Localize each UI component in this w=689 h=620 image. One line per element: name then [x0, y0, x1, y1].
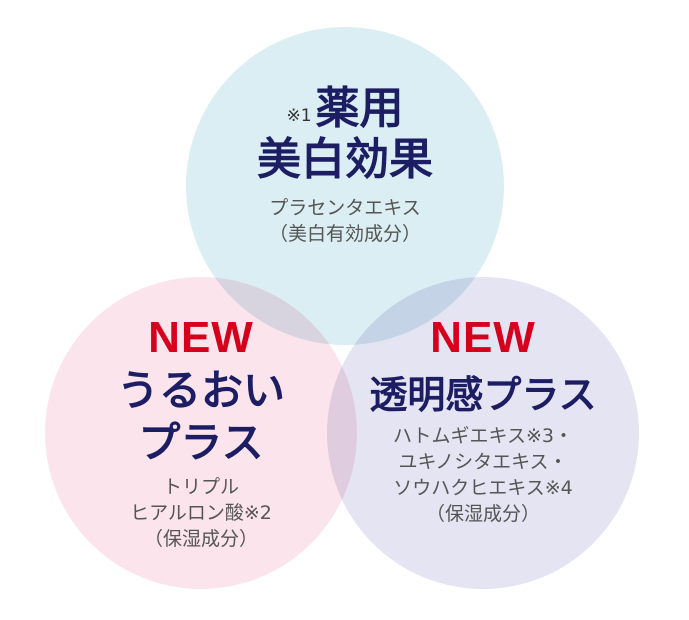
moisture-title-line2: プラス — [138, 418, 264, 468]
clarity-ingredient-line3: ソウハクヒエキス※4 — [393, 476, 573, 499]
new-badge-clarity: NEW — [430, 313, 536, 362]
moisture-ingredient-type: （保湿成分） — [143, 527, 258, 550]
clarity-title: 透明感プラス — [369, 372, 597, 417]
clarity-block: NEW 透明感プラス ハトムギエキス※3・ ユキノシタエキス・ ソウハクヒエキス… — [327, 313, 639, 527]
clarity-ingredient-line2: ユキノシタエキス・ — [398, 450, 568, 473]
whitening-ingredient: プラセンタエキス — [269, 197, 421, 220]
new-badge-moisture: NEW — [148, 313, 254, 362]
moisture-ingredient-line2: ヒアルロン酸※2 — [130, 501, 272, 524]
footnote-1: ※1 — [286, 106, 312, 127]
circle-clarity — [327, 277, 639, 589]
whitening-title-line1: ※1薬用 — [186, 83, 504, 135]
moisture-ingredient-line1: トリプル — [162, 475, 239, 498]
circle-moisture — [45, 277, 357, 589]
whitening-ingredient-type: （美白有効成分） — [268, 223, 421, 246]
clarity-ingredient-type: （保湿成分） — [425, 502, 540, 525]
moisture-title-line1: うるおい — [116, 366, 285, 415]
moisture-block: NEW うるおい プラス トリプル ヒアルロン酸※2 （保湿成分） — [45, 313, 357, 552]
clarity-ingredient-line1: ハトムギエキス※3・ — [392, 424, 573, 447]
whitening-title-text: 薬用 — [315, 83, 404, 134]
whitening-title-line2: 美白効果 — [257, 133, 433, 185]
whitening-block: ※1薬用 美白効果 プラセンタエキス （美白有効成分） — [186, 83, 504, 247]
